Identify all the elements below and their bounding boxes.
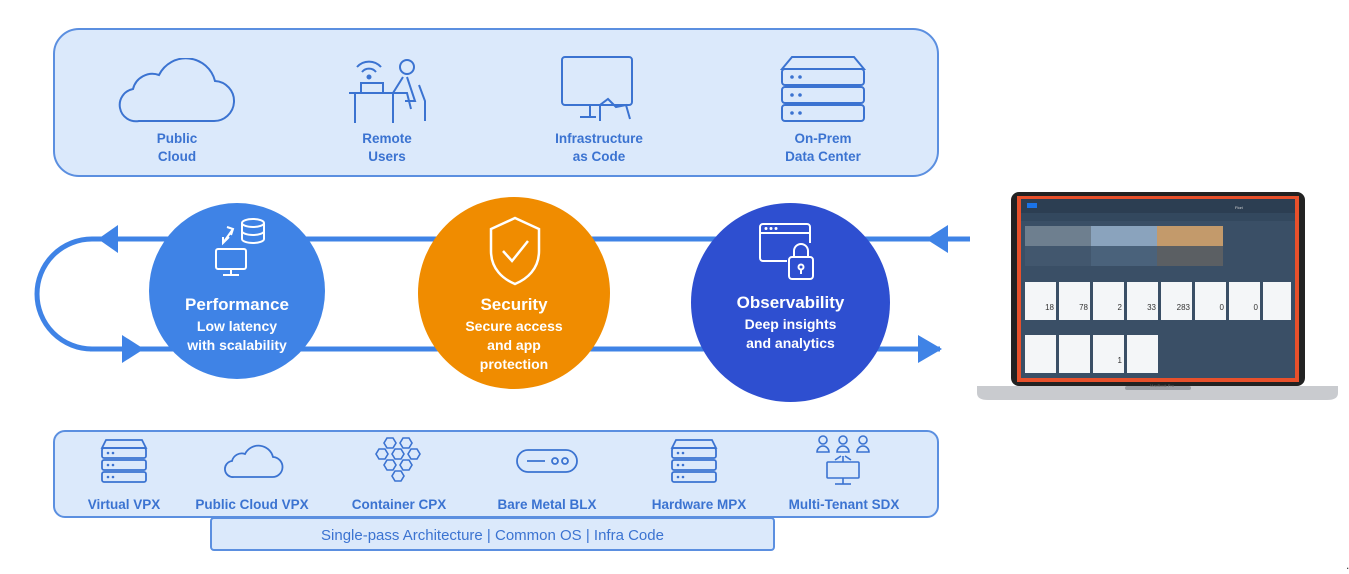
laptop-dashboard-image: Fiori 18 78 2 33 283 0 0 1 xyxy=(977,192,1338,400)
tile-count-6: 0 xyxy=(1220,303,1225,312)
security-circle: Security Secure access and app protectio… xyxy=(418,197,610,389)
performance-circle: Performance Low latency with scalability xyxy=(149,203,325,379)
tile-count-5: 283 xyxy=(1177,303,1191,312)
form-factors-panel xyxy=(53,430,939,518)
env-label-infrastructure-as-code: Infrastructure as Code xyxy=(555,131,643,164)
form-factor-hardware-mpx: Hardware MPX xyxy=(651,497,747,512)
monitor-touch-icon xyxy=(561,56,633,121)
env-label-remote-users: Remote Users xyxy=(362,131,412,164)
cloud-icon xyxy=(224,444,284,478)
window-lock-icon xyxy=(759,223,814,280)
hexagon-cluster-icon xyxy=(375,437,421,482)
laptop-caption: MacBook Pro xyxy=(1150,383,1175,388)
footer-bar: Single-pass Architecture | Common OS | I… xyxy=(210,517,775,551)
observability-title: Observability xyxy=(736,293,845,312)
security-title: Security xyxy=(480,295,548,314)
env-label-public-cloud: Public Cloud xyxy=(156,131,198,164)
form-factor-bare-metal-blx: Bare Metal BLX xyxy=(497,497,597,512)
tile-count-row2-1: 1 xyxy=(1118,356,1123,365)
pill-switch-icon xyxy=(516,449,578,473)
cloud-icon xyxy=(118,58,236,123)
sync-database-icon xyxy=(215,218,265,276)
trailing-dot: . xyxy=(1346,558,1349,572)
tile-count-7: 0 xyxy=(1254,303,1259,312)
security-subtitle: Secure access and app protection xyxy=(465,318,563,372)
performance-title: Performance xyxy=(185,295,289,314)
observability-circle: Observability Deep insights and analytic… xyxy=(691,203,890,402)
performance-subtitle: Low latency with scalability xyxy=(187,318,287,353)
env-label-on-prem-data-center: On-Prem Data Center xyxy=(785,131,861,164)
remote-user-icon xyxy=(349,59,426,123)
footer-text: Single-pass Architecture | Common OS | I… xyxy=(321,527,664,544)
tile-count-1: 18 xyxy=(1045,303,1054,312)
form-factor-container-cpx: Container CPX xyxy=(351,497,447,512)
server-icon xyxy=(670,439,718,483)
tile-count-2: 78 xyxy=(1079,303,1088,312)
tile-count-4: 33 xyxy=(1147,303,1156,312)
form-factor-multi-tenant-sdx: Multi-Tenant SDX xyxy=(788,497,900,512)
observability-subtitle: Deep insights and analytics xyxy=(744,316,837,351)
form-factor-public-cloud-vpx: Public Cloud VPX xyxy=(195,497,309,512)
form-factor-virtual-vpx: Virtual VPX xyxy=(87,497,161,512)
multi-user-icon xyxy=(816,435,870,485)
server-icon xyxy=(100,439,148,483)
laptop-screen-title: Fiori xyxy=(1235,205,1243,210)
shield-check-icon xyxy=(489,216,541,286)
server-stack-icon xyxy=(780,56,866,122)
tile-count-3: 2 xyxy=(1118,303,1123,312)
